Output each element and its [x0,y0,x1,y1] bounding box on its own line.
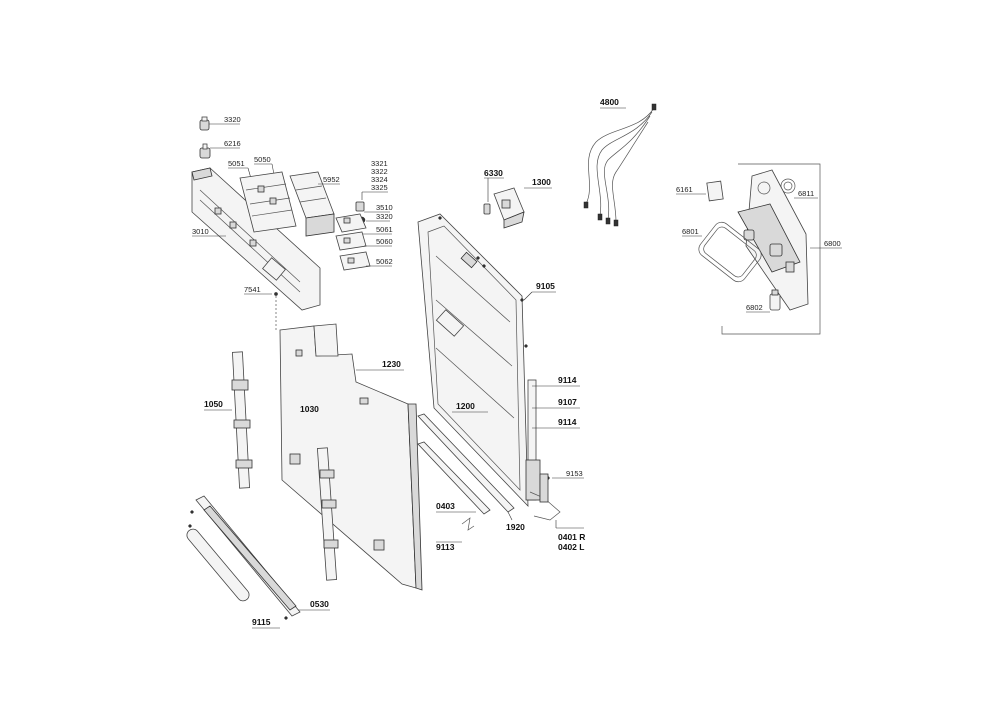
part-5952-housing[interactable] [289,171,335,237]
part-5060-bracket[interactable] [335,231,367,251]
part-1920-seal[interactable] [417,413,515,513]
label-0530: 0530 [310,599,329,609]
label-5050: 5050 [254,155,271,164]
label-0401: 0401 R [558,532,585,542]
part-1230-outer-door-panel[interactable] [279,323,423,591]
label-3321: 3321 [371,159,388,168]
label-7541: 7541 [244,285,261,294]
part-6330-latch-part[interactable] [483,203,491,215]
part-5062-bracket[interactable] [339,251,371,271]
label-3320: 3320 [224,115,241,124]
label-9113: 9113 [436,542,455,552]
part-1200-inner-door[interactable] [417,213,529,508]
label-0402: 0402 L [558,542,584,552]
part-7541-screw[interactable] [274,292,278,330]
dispenser-group: 6161 6811 6800 6801 6802 [676,163,842,335]
label-5062: 5062 [376,257,393,266]
label-9107: 9107 [558,397,577,407]
part-6801-dispenser-gasket[interactable] [696,219,765,285]
label-3010: 3010 [192,227,209,236]
part-3010-control-panel[interactable] [191,167,321,311]
label-6161: 6161 [676,185,693,194]
label-9153: 9153 [566,469,583,478]
label-1200: 1200 [456,401,475,411]
label-1030: 1030 [300,404,319,414]
part-9113-clip[interactable] [461,517,475,531]
label-9114-b: 9114 [558,417,577,427]
label-1050: 1050 [204,399,223,409]
label-6801: 6801 [682,227,699,236]
latch-group: 6330 1300 [483,168,552,229]
part-0530-plinth[interactable] [184,495,301,617]
part-0403-strip[interactable] [417,441,491,515]
inner-door-group: 1200 9105 9114 9107 9114 9153 0401 R [417,213,585,552]
part-5061-bracket[interactable] [335,213,367,233]
wiring-harness-group: 4800 [583,97,657,227]
dispenser-group-bracket [721,163,821,335]
part-3510-pushbutton[interactable] [355,201,365,212]
part-3320-knob[interactable] [199,116,210,131]
part-1300-door-lock[interactable] [493,187,525,229]
label-0403: 0403 [436,501,455,511]
part-door-hinge-right-arm[interactable] [316,447,339,581]
label-6811: 6811 [798,189,814,198]
label-6800: 6800 [824,239,841,248]
label-6216: 6216 [224,139,241,148]
label-3510: 3510 [376,203,393,212]
part-0401-0402-hinge-bracket[interactable] [529,473,561,521]
label-5051: 5051 [228,159,245,168]
label-5060: 5060 [376,237,393,246]
part-6802-actuator[interactable] [769,289,781,311]
label-5952: 5952 [323,175,340,184]
label-3325: 3325 [371,183,388,192]
part-6216-button[interactable] [199,143,211,159]
door-panel-group: 1230 1030 1050 0530 9115 [184,323,423,629]
part-4800-wiring-harness[interactable] [583,103,657,227]
label-1300: 1300 [532,177,551,187]
label-1920: 1920 [506,522,525,532]
label-3322: 3322 [371,167,388,176]
label-5061: 5061 [376,225,393,234]
label-3320-b: 3320 [376,212,393,221]
label-4800: 4800 [600,97,619,107]
label-9105: 9105 [536,281,555,291]
label-3324: 3324 [371,175,388,184]
label-1230: 1230 [382,359,401,369]
part-door-side-rail[interactable] [525,379,541,501]
part-6161-cover-piece[interactable] [706,180,724,202]
part-6811-seal-ring[interactable] [780,178,796,194]
part-1050-hinge[interactable] [231,351,253,489]
label-6802: 6802 [746,303,763,312]
label-9114: 9114 [558,375,577,385]
control-panel-group: 3320 6216 5051 5050 3010 [191,115,393,330]
label-6330: 6330 [484,168,503,178]
part-5050-electronic-board[interactable] [239,171,297,233]
label-9115: 9115 [252,617,271,627]
